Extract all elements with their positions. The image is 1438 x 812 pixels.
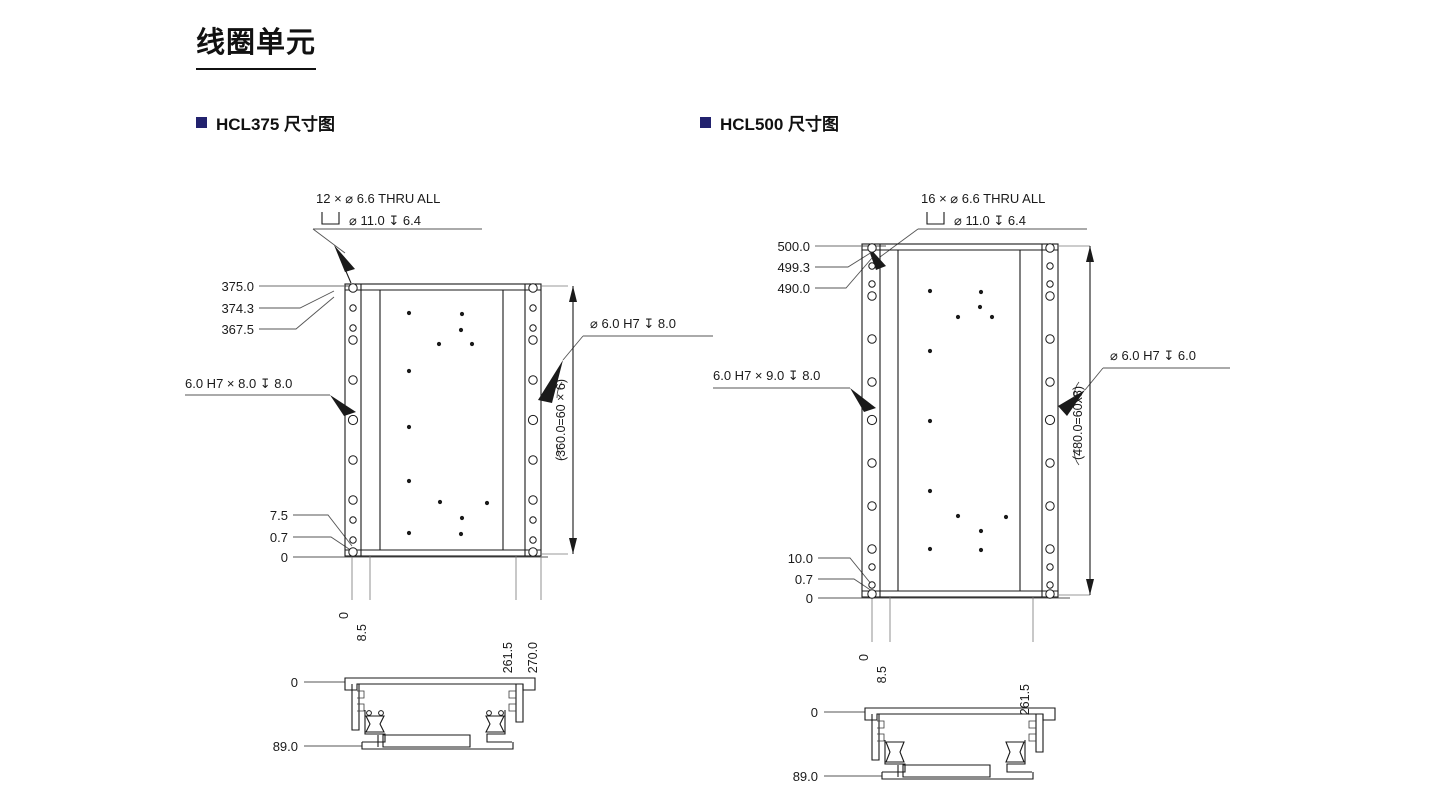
top-note-line1: 12 × ⌀ 6.6 THRU ALL bbox=[316, 191, 440, 206]
bottom-axis-label-3: 270.0 bbox=[526, 642, 540, 673]
side-view-label-1: 89.0 bbox=[793, 769, 818, 784]
hole-column-left-hcl500 bbox=[866, 243, 878, 599]
side-view-hcl375: 0 89.0 bbox=[273, 675, 536, 754]
hole-column-right-hcl375 bbox=[527, 283, 539, 557]
left-labels-hcl375: 375.0 374.3 367.5 bbox=[221, 279, 352, 337]
page-title: 线圈单元 bbox=[196, 26, 317, 70]
side-view-hcl500: 0 89.0 bbox=[793, 705, 1056, 784]
left-annotation-text: 6.0 H7 × 9.0 ↧ 8.0 bbox=[713, 368, 820, 383]
side-view-label-0: 0 bbox=[811, 705, 818, 720]
left-label-0: 500.0 bbox=[777, 239, 810, 254]
bottom-axis-label-1: 8.5 bbox=[875, 666, 889, 683]
left-label-2: 367.5 bbox=[221, 322, 254, 337]
left-label-1: 374.3 bbox=[221, 301, 254, 316]
top-note-hcl375-text: 12 × ⌀ 6.6 THRU ALL ⌀ 11.0 ↧ 6.4 bbox=[316, 191, 440, 228]
bl-label-1: 0.7 bbox=[795, 572, 813, 587]
side-view-label-1: 89.0 bbox=[273, 739, 298, 754]
interior-bores-hcl500 bbox=[927, 288, 1009, 553]
top-note-line2: ⌀ 11.0 ↧ 6.4 bbox=[954, 213, 1026, 228]
top-note-line2: ⌀ 11.0 ↧ 6.4 bbox=[349, 213, 421, 228]
plate-outline-hcl375 bbox=[344, 283, 542, 557]
bottom-axis-labels-hcl500: 0 8.5 261.5 bbox=[857, 654, 1032, 715]
bottom-left-labels-hcl500: 10.0 0.7 0 bbox=[788, 551, 1070, 606]
bottom-axis-label-0: 0 bbox=[857, 654, 871, 661]
bottom-left-labels-hcl375: 7.5 0.7 0 bbox=[270, 508, 548, 565]
section-header-label: HCL375 尺寸图 bbox=[216, 115, 336, 134]
extension-lines-hcl375 bbox=[259, 285, 568, 600]
bl-label-2: 0 bbox=[281, 550, 288, 565]
vertical-dimension-hcl375: (360.0=60 × 6) bbox=[554, 286, 577, 554]
vertical-dimension-hcl500: (480.0=60x8) bbox=[1071, 246, 1094, 595]
right-annotation-hcl375: ⌀ 6.0 H7 ↧ 8.0 bbox=[538, 316, 713, 403]
left-annotation-hcl375: 6.0 H7 × 8.0 ↧ 8.0 bbox=[185, 376, 356, 416]
bottom-axis-label-2: 261.5 bbox=[501, 642, 515, 673]
top-note-line1: 16 × ⌀ 6.6 THRU ALL bbox=[921, 191, 1045, 206]
bl-label-2: 0 bbox=[806, 591, 813, 606]
right-annotation-text: ⌀ 6.0 H7 ↧ 6.0 bbox=[1110, 348, 1196, 363]
extension-lines-hcl500 bbox=[815, 245, 1090, 642]
vertical-dimension-text: (480.0=60x8) bbox=[1071, 386, 1085, 460]
bl-label-1: 0.7 bbox=[270, 530, 288, 545]
left-annotation-text: 6.0 H7 × 8.0 ↧ 8.0 bbox=[185, 376, 292, 391]
hole-column-left-hcl375 bbox=[347, 283, 359, 557]
section-bullet-icon bbox=[700, 117, 711, 128]
bottom-axis-label-0: 0 bbox=[337, 612, 351, 619]
right-annotation-text: ⌀ 6.0 H7 ↧ 8.0 bbox=[590, 316, 676, 331]
left-annotation-hcl500: 6.0 H7 × 9.0 ↧ 8.0 bbox=[713, 368, 876, 412]
drawing-hcl375: 12 × ⌀ 6.6 THRU ALL ⌀ 11.0 ↧ 6.4 375.0 3… bbox=[0, 150, 720, 810]
section-header-hcl500: HCL500 尺寸图 bbox=[700, 110, 839, 135]
drawing-hcl500: 16 × ⌀ 6.6 THRU ALL ⌀ 11.0 ↧ 6.4 500.0 4… bbox=[700, 150, 1438, 810]
bottom-axis-label-1: 8.5 bbox=[355, 624, 369, 641]
right-annotation-hcl500: ⌀ 6.0 H7 ↧ 6.0 bbox=[1058, 348, 1230, 416]
hole-column-right-hcl500 bbox=[1044, 243, 1056, 599]
section-header-label: HCL500 尺寸图 bbox=[720, 115, 840, 134]
left-label-0: 375.0 bbox=[221, 279, 254, 294]
left-label-2: 490.0 bbox=[777, 281, 810, 296]
top-note-hcl375-leader bbox=[312, 228, 482, 284]
side-view-label-0: 0 bbox=[291, 675, 298, 690]
bottom-axis-labels-hcl375: 0 8.5 261.5 270.0 bbox=[337, 612, 540, 673]
bl-label-0: 7.5 bbox=[270, 508, 288, 523]
bl-label-0: 10.0 bbox=[788, 551, 813, 566]
interior-bores-hcl375 bbox=[406, 310, 490, 537]
section-bullet-icon bbox=[196, 117, 207, 128]
top-note-hcl500-text: 16 × ⌀ 6.6 THRU ALL ⌀ 11.0 ↧ 6.4 bbox=[921, 191, 1045, 228]
bottom-axis-label-2: 261.5 bbox=[1018, 684, 1032, 715]
vertical-dimension-text: (360.0=60 × 6) bbox=[554, 379, 568, 461]
section-header-hcl375: HCL375 尺寸图 bbox=[196, 110, 335, 135]
plate-outline-hcl500 bbox=[861, 243, 1059, 598]
left-label-1: 499.3 bbox=[777, 260, 810, 275]
